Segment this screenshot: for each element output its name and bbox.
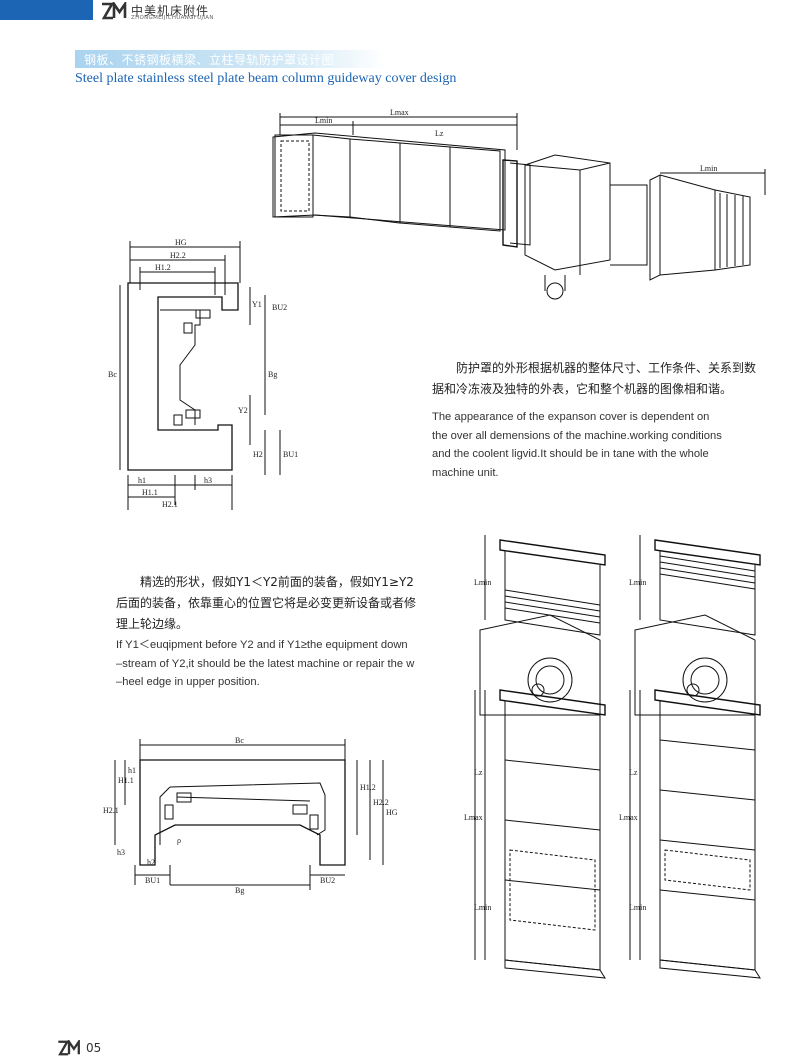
desc1-en-line: The appearance of the expanson cover is … — [432, 411, 710, 423]
fig5-lmin-top: Lmin — [629, 578, 646, 587]
fig5-lz: Lz — [629, 768, 638, 777]
fig1-lmin: Lmin — [315, 116, 332, 125]
fig3-h1: h1 — [128, 766, 136, 775]
figure-cross-section-vertical: HG H2.2 H1.2 Bc Bg Y1 BU2 Y2 H2 BU1 h1 h… — [108, 238, 298, 510]
brand-name-cn: 中美机床附件 — [131, 4, 210, 18]
desc1-cn: 防护罩的外形根据机器的整体尺寸、工作条件、关系到数 据和冷冻液及独特的外表，它和… — [432, 358, 782, 400]
desc1-cn-line: 据和冷冻液及独特的外表，它和整个机器的图像相和谐。 — [432, 382, 733, 396]
zm-footer-logo-icon — [58, 1040, 80, 1056]
figure-cross-section-horizontal: Bc H1.1 h1 H2.1 H1.2 H2.2 HG h3 ρ h2 BU1… — [103, 736, 398, 895]
fig3-bu2: BU2 — [320, 876, 335, 885]
desc2-cn-line: 精选的形状，假如Y1＜Y2前面的装备，假如Y1≥Y2 — [140, 575, 414, 589]
fig1-lmin-right: Lmin — [700, 164, 717, 173]
fig2-bu1: BU1 — [283, 450, 298, 459]
figure-cover-assembly: Lmin Lmax Lz Lmin — [272, 108, 766, 300]
fig2-hg: HG — [175, 238, 187, 247]
fig4-lz: Lz — [474, 768, 483, 777]
desc2-en: If Y1＜euqipment before Y2 and if Y1≥the … — [116, 636, 426, 692]
fig1-lmax: Lmax — [390, 108, 409, 117]
figure-column-cover-left: Lmin Lz Lmax Lmin — [464, 535, 606, 979]
fig3-h2: h2 — [147, 858, 155, 867]
zm-logo-icon — [101, 2, 127, 20]
figure-column-cover-right: Lmin Lz Lmax Lmin — [619, 535, 761, 979]
fig2-bc: Bc — [108, 370, 117, 379]
fig3-h3: h3 — [117, 848, 125, 857]
desc1-en: The appearance of the expanson cover is … — [432, 408, 782, 482]
desc2-en-line: If Y1＜euqipment before Y2 and if Y1≥the … — [116, 639, 408, 651]
fig2-h21: H2.1 — [162, 500, 178, 509]
brand-name-en: ZHONGMEIJICHUANGFUJIAN — [131, 15, 214, 21]
fig2-bg: Bg — [268, 370, 277, 379]
desc1-en-line: the over all demensions of the machine.w… — [432, 429, 722, 442]
fig3-h11: H1.1 — [118, 776, 134, 785]
title-en: Steel plate stainless steel plate beam c… — [75, 71, 457, 86]
fig2-h11: H1.1 — [142, 488, 158, 497]
fig2-h3: h3 — [204, 476, 212, 485]
fig2-y2: Y2 — [238, 406, 248, 415]
fig4-lmin-top: Lmin — [474, 578, 491, 587]
fig2-h1: h1 — [138, 476, 146, 485]
fig3-h12: H1.2 — [360, 783, 376, 792]
fig1-lz: Lz — [435, 129, 444, 138]
fig2-h22: H2.2 — [170, 251, 186, 260]
fig3-bg: Bg — [235, 886, 244, 895]
fig3-hg: HG — [386, 808, 398, 817]
fig3-p: ρ — [177, 836, 181, 845]
desc1-cn-line: 防护罩的外形根据机器的整体尺寸、工作条件、关系到数 — [456, 361, 757, 375]
desc2-en-line: –stream of Y2,it should be the latest ma… — [116, 657, 415, 670]
fig2-h2: H2 — [253, 450, 263, 459]
desc2-cn: 精选的形状，假如Y1＜Y2前面的装备，假如Y1≥Y2 后面的装备，依靠重心的位置… — [116, 572, 426, 635]
header-accent-bar — [0, 0, 93, 20]
fig3-h22: H2.2 — [373, 798, 389, 807]
fig4-lmin-bottom: Lmin — [474, 903, 491, 912]
fig3-h21: H2.1 — [103, 806, 119, 815]
fig5-lmax: Lmax — [619, 813, 638, 822]
desc2-cn-line: 理上轮边缘。 — [116, 617, 189, 631]
fig5-lmin-bottom: Lmin — [629, 903, 646, 912]
title-banner — [75, 50, 385, 68]
fig4-lmax: Lmax — [464, 813, 483, 822]
fig2-y1: Y1 — [252, 300, 262, 309]
desc1-en-line: machine unit. — [432, 466, 499, 479]
fig3-bc: Bc — [235, 736, 244, 745]
page-number: 05 — [86, 1041, 102, 1055]
fig2-bu2: BU2 — [272, 303, 287, 312]
fig2-h12: H1.2 — [155, 263, 171, 272]
fig3-bu1: BU1 — [145, 876, 160, 885]
title-cn: 钢板、不锈钢板横梁、立柱导轨防护罩设计图 — [84, 53, 335, 67]
desc2-cn-line: 后面的装备，依靠重心的位置它将是必变更新设备或者修 — [116, 596, 417, 610]
desc1-en-line: and the coolent ligvid.It should be in t… — [432, 448, 709, 460]
desc2-en-line: –heel edge in upper position. — [116, 676, 260, 688]
